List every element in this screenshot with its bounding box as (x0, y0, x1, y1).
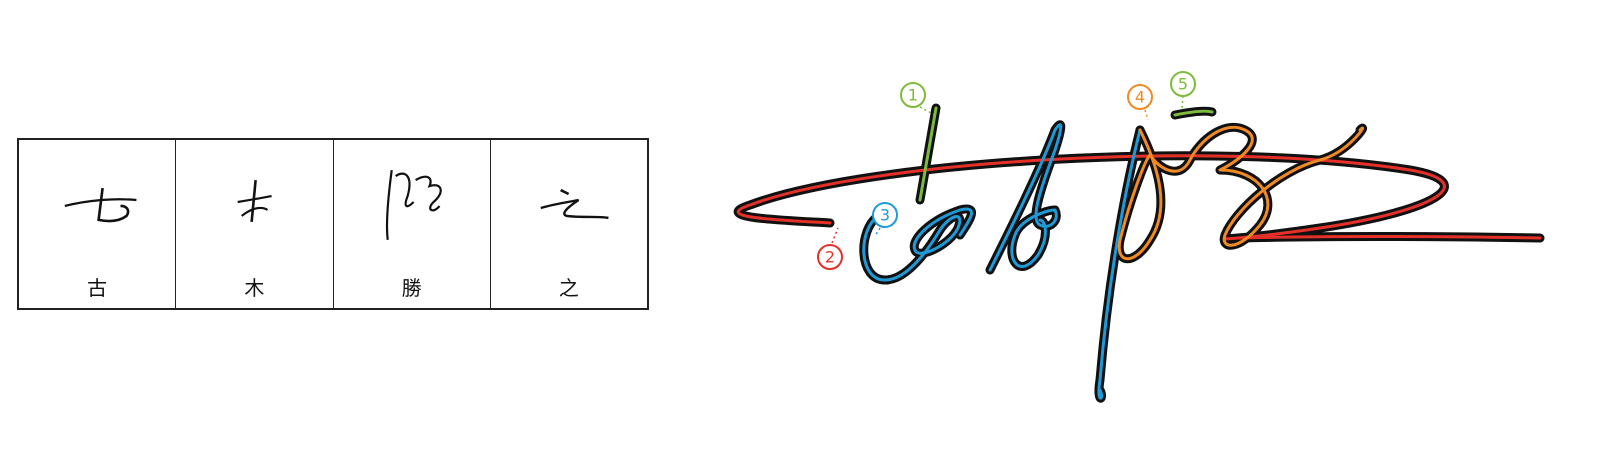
table-cell-sho: 勝 (334, 140, 491, 308)
cursive-glyph-gu (64, 187, 137, 223)
svg-text:4: 4 (1135, 88, 1145, 107)
stroke-3a (862, 207, 973, 282)
table-cell-no: 之 (491, 140, 647, 308)
character-table: 古 木 勝 之 (17, 138, 649, 310)
table-char-label: 木 (244, 276, 265, 300)
stroke-5 (1173, 109, 1214, 117)
table-cell-ki: 木 (176, 140, 334, 308)
stroke-marker-5: 5 (1170, 71, 1196, 97)
stroke-2 (736, 154, 1542, 241)
table-cell-gu: 古 (19, 140, 177, 308)
stroke-marker-1: 1 (900, 82, 926, 108)
cursive-glyph-ki (237, 179, 273, 223)
stroke-1 (918, 106, 938, 202)
svg-text:5: 5 (1178, 75, 1188, 94)
svg-text:1: 1 (908, 86, 918, 105)
table-char-label: 勝 (401, 276, 422, 300)
stroke-3c (1097, 128, 1142, 400)
stroke-marker-4: 4 (1127, 84, 1153, 110)
table-char-label: 之 (558, 276, 579, 300)
stroke-marker-3: 3 (872, 202, 898, 228)
stroke-marker-2: 2 (817, 244, 843, 270)
cursive-glyph-sho (385, 169, 442, 240)
stroke-3b (988, 123, 1063, 272)
svg-text:3: 3 (880, 206, 890, 225)
stroke-4 (1117, 125, 1365, 261)
table-char-label: 古 (87, 276, 108, 300)
svg-text:2: 2 (825, 248, 835, 267)
cursive-glyph-no (540, 188, 609, 220)
signature-stroke-diagram: 1 2 3 4 5 (733, 71, 1545, 403)
